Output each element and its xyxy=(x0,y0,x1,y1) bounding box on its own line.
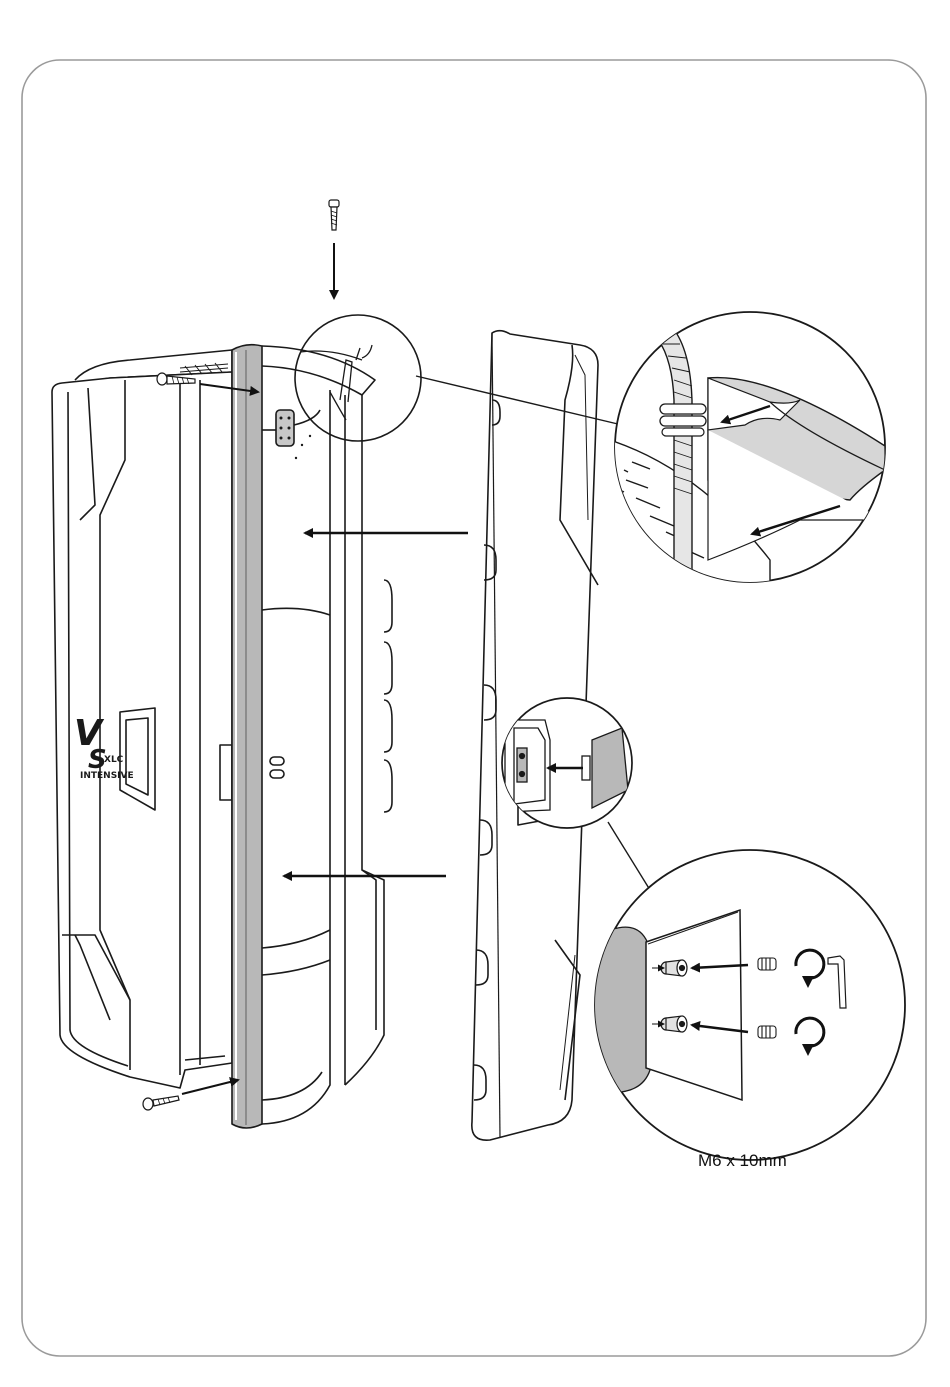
bushing-upper-icon xyxy=(661,960,687,976)
svg-text:XLC: XLC xyxy=(104,755,124,765)
lower-screw-icon xyxy=(143,1096,179,1110)
detail-b-leader xyxy=(608,822,650,890)
top-screw-icon xyxy=(329,200,339,230)
fastener-size-label: M6 x 10mm xyxy=(698,1151,787,1170)
svg-text:INTENSIVE: INTENSIVE xyxy=(80,771,134,781)
front-rail xyxy=(232,345,262,1128)
bushing-lower-icon xyxy=(661,1016,687,1032)
detail-a-source-circle xyxy=(295,315,421,441)
inner-shell xyxy=(262,346,392,1124)
lower-screw-arrow-icon xyxy=(182,1080,238,1094)
